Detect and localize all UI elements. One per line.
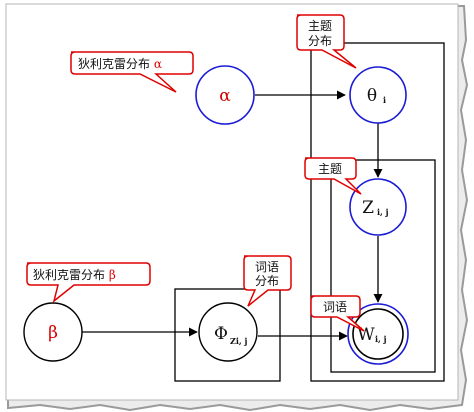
callout-alpha-label: 狄利克雷分布 α xyxy=(78,57,162,71)
theta-symbol: θ xyxy=(367,86,377,106)
phi-symbol: Φ xyxy=(214,324,228,344)
plate-topic-word xyxy=(174,288,281,382)
callout-word-dist-line2: 分布 xyxy=(255,274,279,288)
node-phi: Φ Zi, j xyxy=(198,302,258,362)
node-theta: θ i xyxy=(349,66,407,124)
callout-word-label: 词语 xyxy=(323,300,347,314)
callout-beta-label: 狄利克雷分布 β xyxy=(33,268,116,282)
callout-topic-dist-line2: 分布 xyxy=(308,34,332,48)
w-subscript: i, j xyxy=(375,334,387,344)
callout-alpha: 狄利克雷分布 α xyxy=(70,51,194,93)
callout-word: 词语 xyxy=(310,295,365,332)
node-beta: β xyxy=(23,302,83,362)
callout-beta: 狄利克雷分布 β xyxy=(26,262,151,303)
node-alpha: α xyxy=(195,65,255,125)
node-w: W i, j xyxy=(347,303,409,365)
callout-topic-label: 主题 xyxy=(318,162,342,176)
callout-topic-dist-line1: 主题 xyxy=(308,19,332,33)
beta-symbol: β xyxy=(48,323,58,343)
plate-document xyxy=(310,42,445,382)
callout-word-dist-line1: 词语 xyxy=(255,260,279,274)
z-symbol: Z xyxy=(362,198,374,218)
plate-word xyxy=(330,159,436,373)
z-subscript: i, j xyxy=(377,207,389,217)
theta-subscript: i xyxy=(383,95,386,105)
phi-subscript: Zi, j xyxy=(230,336,247,346)
callout-topic: 主题 xyxy=(304,157,362,195)
callout-word-dist: 词语 分布 xyxy=(243,255,292,307)
alpha-symbol: α xyxy=(219,86,231,106)
node-z: Z i, j xyxy=(349,178,407,236)
callout-topic-dist: 主题 分布 xyxy=(296,14,357,69)
